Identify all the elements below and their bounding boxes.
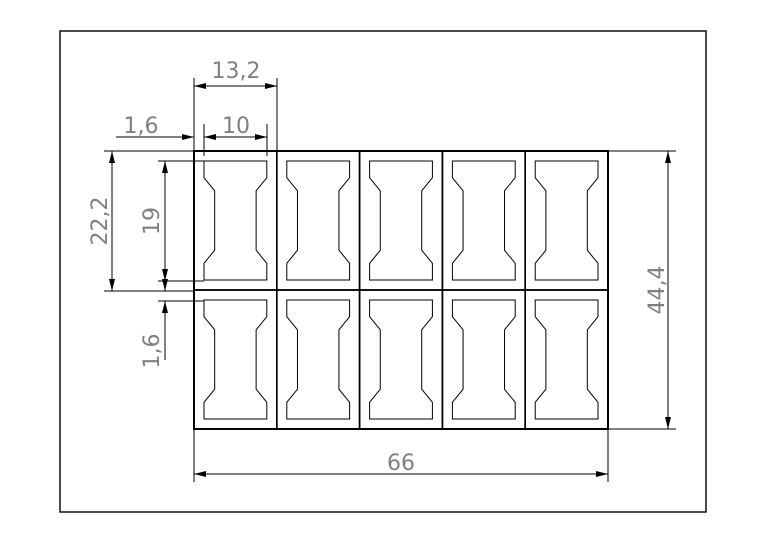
cavity-outline [451,299,516,420]
grid-cell [358,150,444,291]
dimension-label-44-4: 44,4 [645,266,670,315]
grid-cell [441,150,526,291]
dimension-total-height: 44,4 [608,150,676,430]
dimension-label-1-6-top: 1,6 [124,114,159,139]
dimension-margin-left: 1,6 [116,114,222,140]
grid-cell [193,150,278,291]
grid-cell [275,150,361,291]
cavity-outline [534,299,599,420]
cavity-outline [286,299,351,420]
cavity-outline [451,160,516,281]
grid-cell [524,289,609,430]
grid-cell [524,150,609,291]
dimension-cavity-width: 10 [203,114,268,156]
grid-cell [275,289,361,430]
dimension-label-22-2: 22,2 [88,197,113,246]
dimension-cavity-height: 19 [140,160,204,282]
grid-cell [193,289,278,430]
cell-grid [193,150,609,430]
dimension-total-width: 66 [193,429,609,482]
drawing-frame [59,30,707,513]
cavity-outline [534,160,599,281]
dimension-label-66: 66 [387,451,415,476]
dimension-margin-vertical: 1,6 [140,279,204,369]
dimension-label-19: 19 [140,207,165,235]
dimension-cell-pitch-width: 13,2 [193,59,278,151]
cavity-outline [369,160,433,281]
grid-cell [441,289,526,430]
dimension-label-10: 10 [222,114,250,139]
cavity-outline [203,299,268,420]
cavity-outline [369,299,433,420]
cavity-outline [286,160,351,281]
dimension-cell-pitch-height: 22,2 [88,150,194,292]
dimension-label-13-2: 13,2 [212,59,261,84]
grid-cell [358,289,444,430]
cavity-outline [203,160,268,281]
dimension-label-1-6-side: 1,6 [140,334,165,369]
block-outline [193,150,609,430]
